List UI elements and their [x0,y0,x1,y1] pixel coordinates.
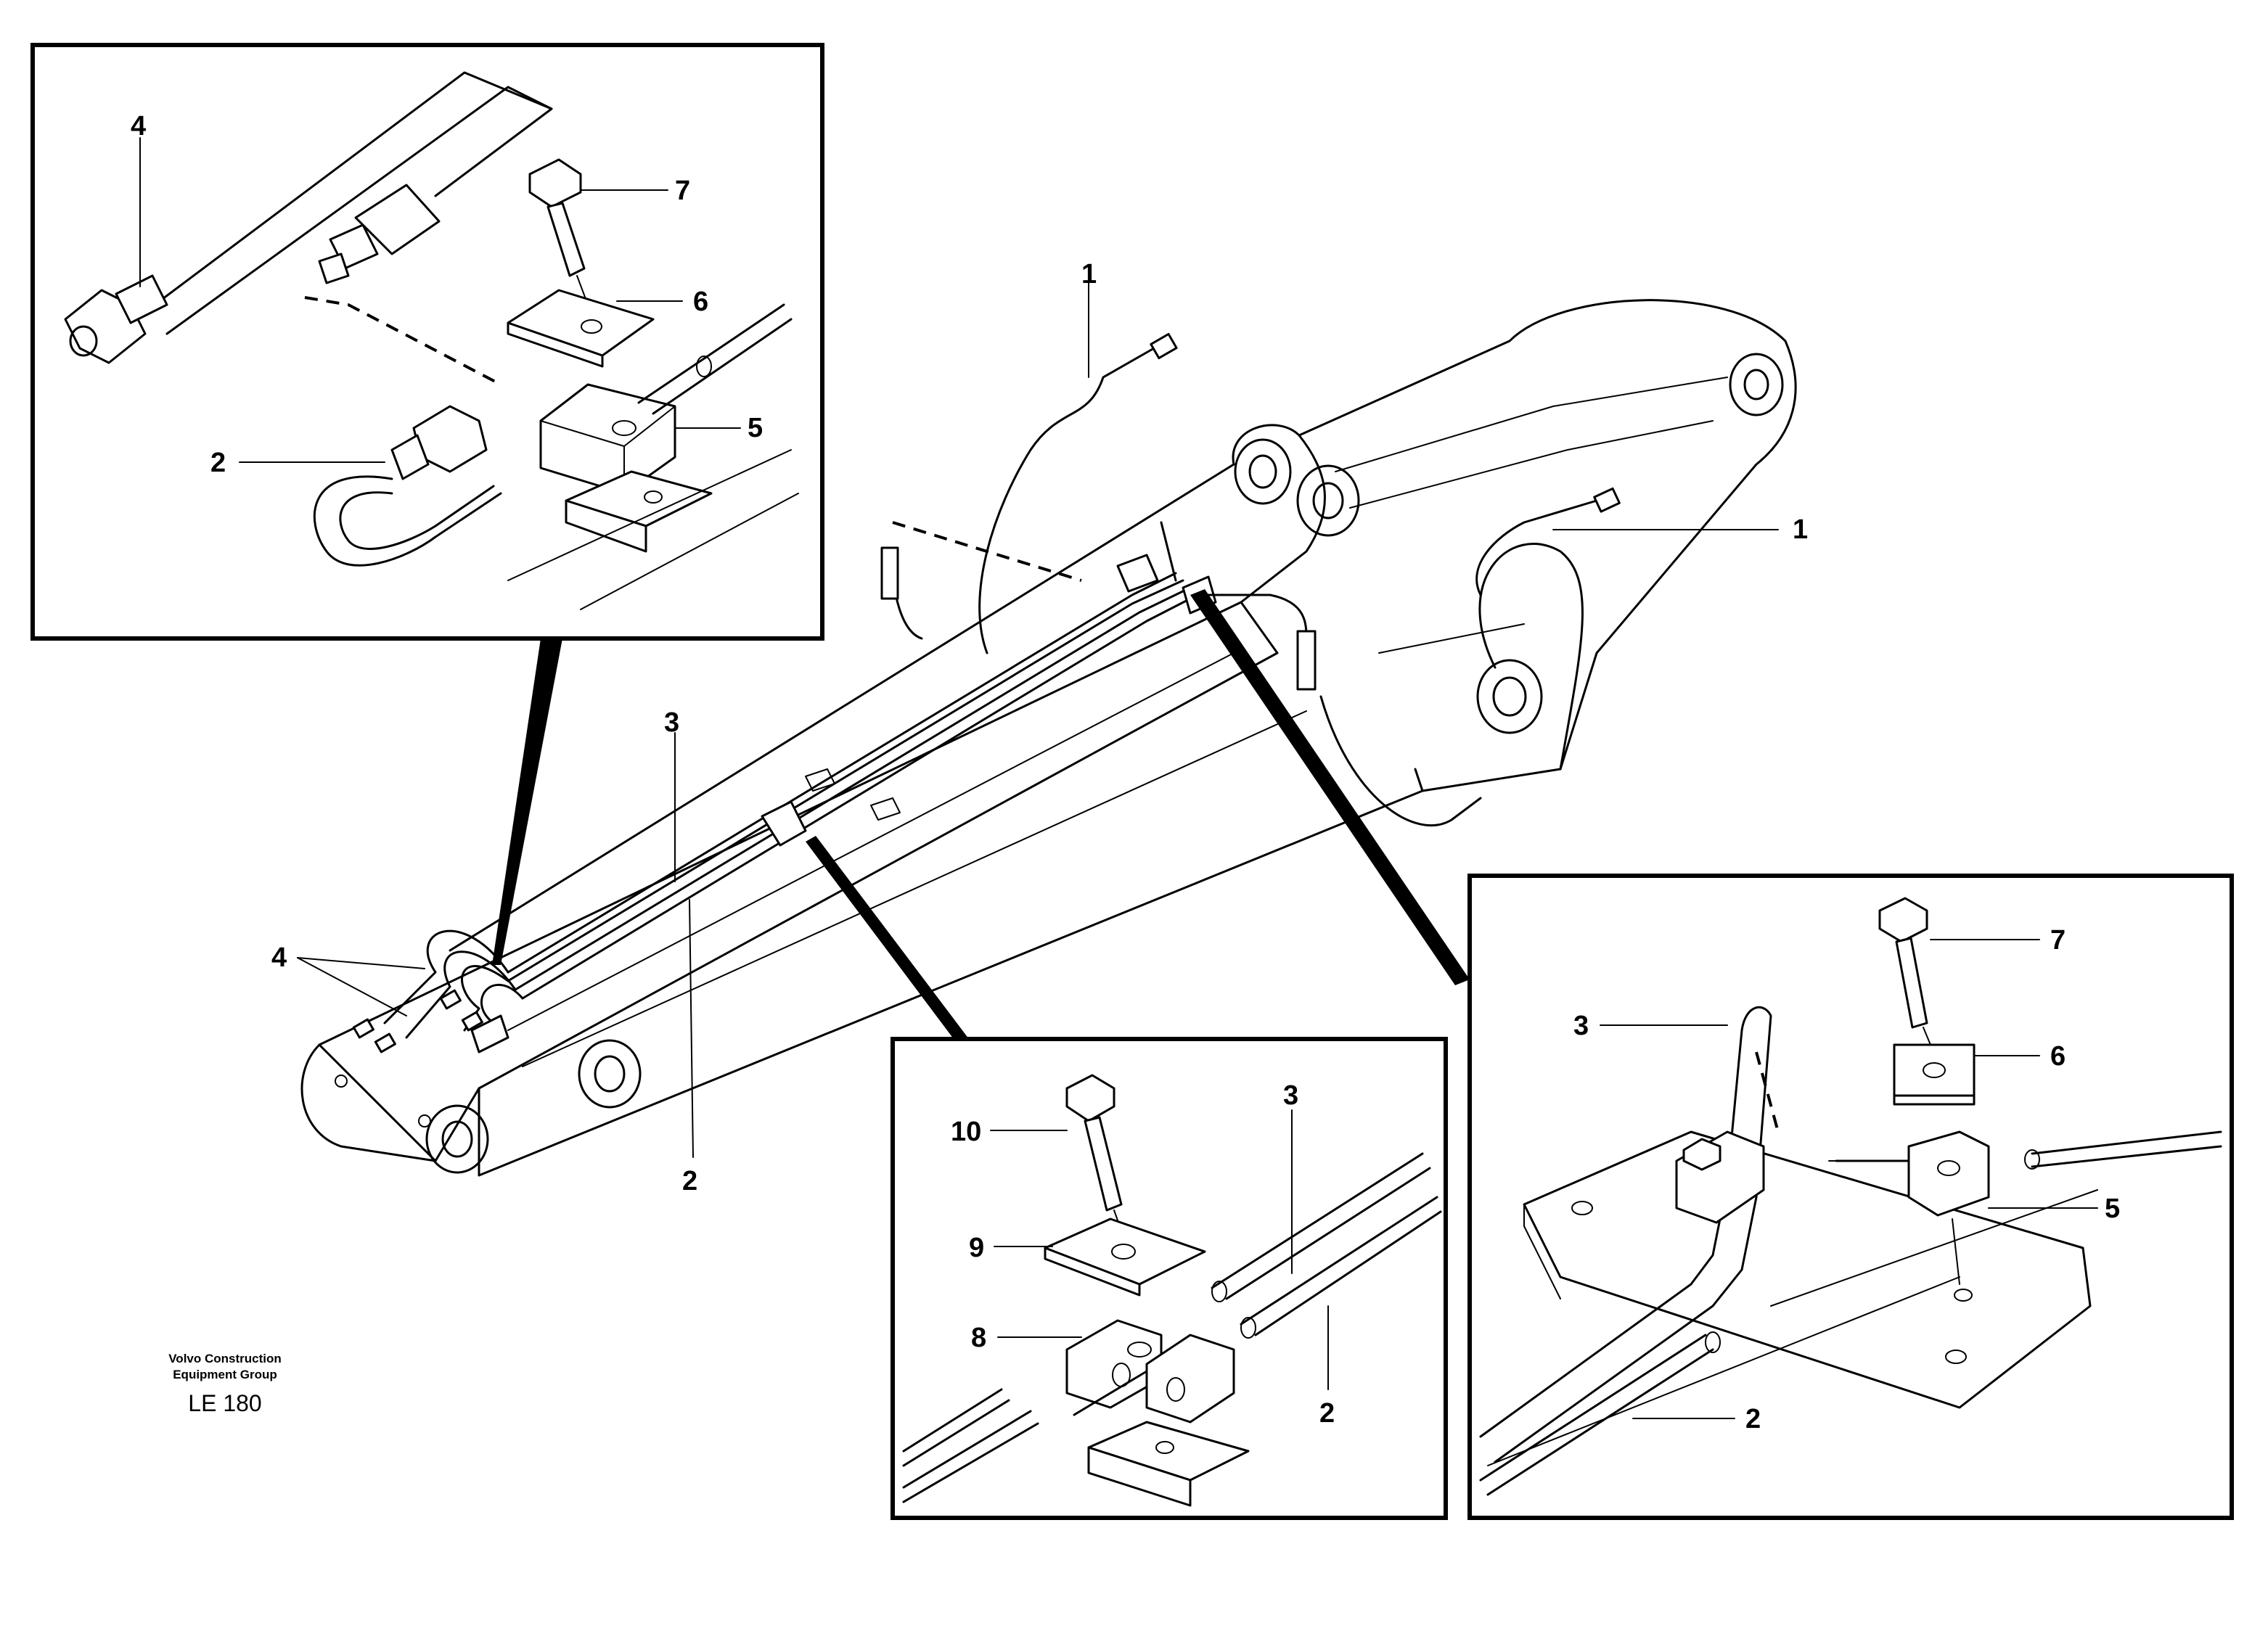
br-callout-7: 7 [2050,925,2066,956]
callout-1-right: 1 [1793,514,1808,545]
tl-callout-5: 5 [748,413,763,443]
detail-top-left: 4 7 6 5 2 [30,43,824,641]
arm-hoses [352,332,1621,1053]
detail-bottom-right: 7 6 3 5 2 [1467,874,2234,1520]
main-view: 1 1 3 2 4 [271,259,1808,1196]
bc-callout-8: 8 [971,1323,986,1353]
tl-callout-2: 2 [210,448,226,478]
bc-callout-10: 10 [951,1117,981,1147]
br-callout-6: 6 [2050,1041,2066,1072]
tl-callout-6: 6 [693,287,708,317]
detail-bottom-center: 10 9 8 3 2 [891,1037,1448,1520]
excavator-arm [300,299,1797,1177]
callout-2-arm: 2 [682,1166,697,1196]
bc-callout-2: 2 [1319,1398,1335,1429]
br-callout-3: 3 [1573,1011,1589,1041]
br-callout-2: 2 [1745,1404,1761,1434]
tl-callout-7: 7 [675,176,690,206]
bc-callout-9: 9 [969,1233,984,1263]
bc-callout-3: 3 [1283,1080,1298,1111]
callout-4-arm: 4 [271,942,287,973]
tl-callout-4: 4 [131,111,146,141]
main-view-leaders [297,282,1779,1158]
maker-name-line2: Equipment Group [173,1368,277,1381]
drawing-code: LE 180 [188,1390,261,1416]
drawing-footer: Volvo Construction Equipment Group LE 18… [168,1352,282,1416]
callout-1-left: 1 [1081,259,1097,289]
maker-name-line1: Volvo Construction [168,1352,282,1365]
br-callout-5: 5 [2105,1194,2120,1224]
callout-3-arm: 3 [664,707,679,738]
detail-connectors [492,589,1470,1045]
